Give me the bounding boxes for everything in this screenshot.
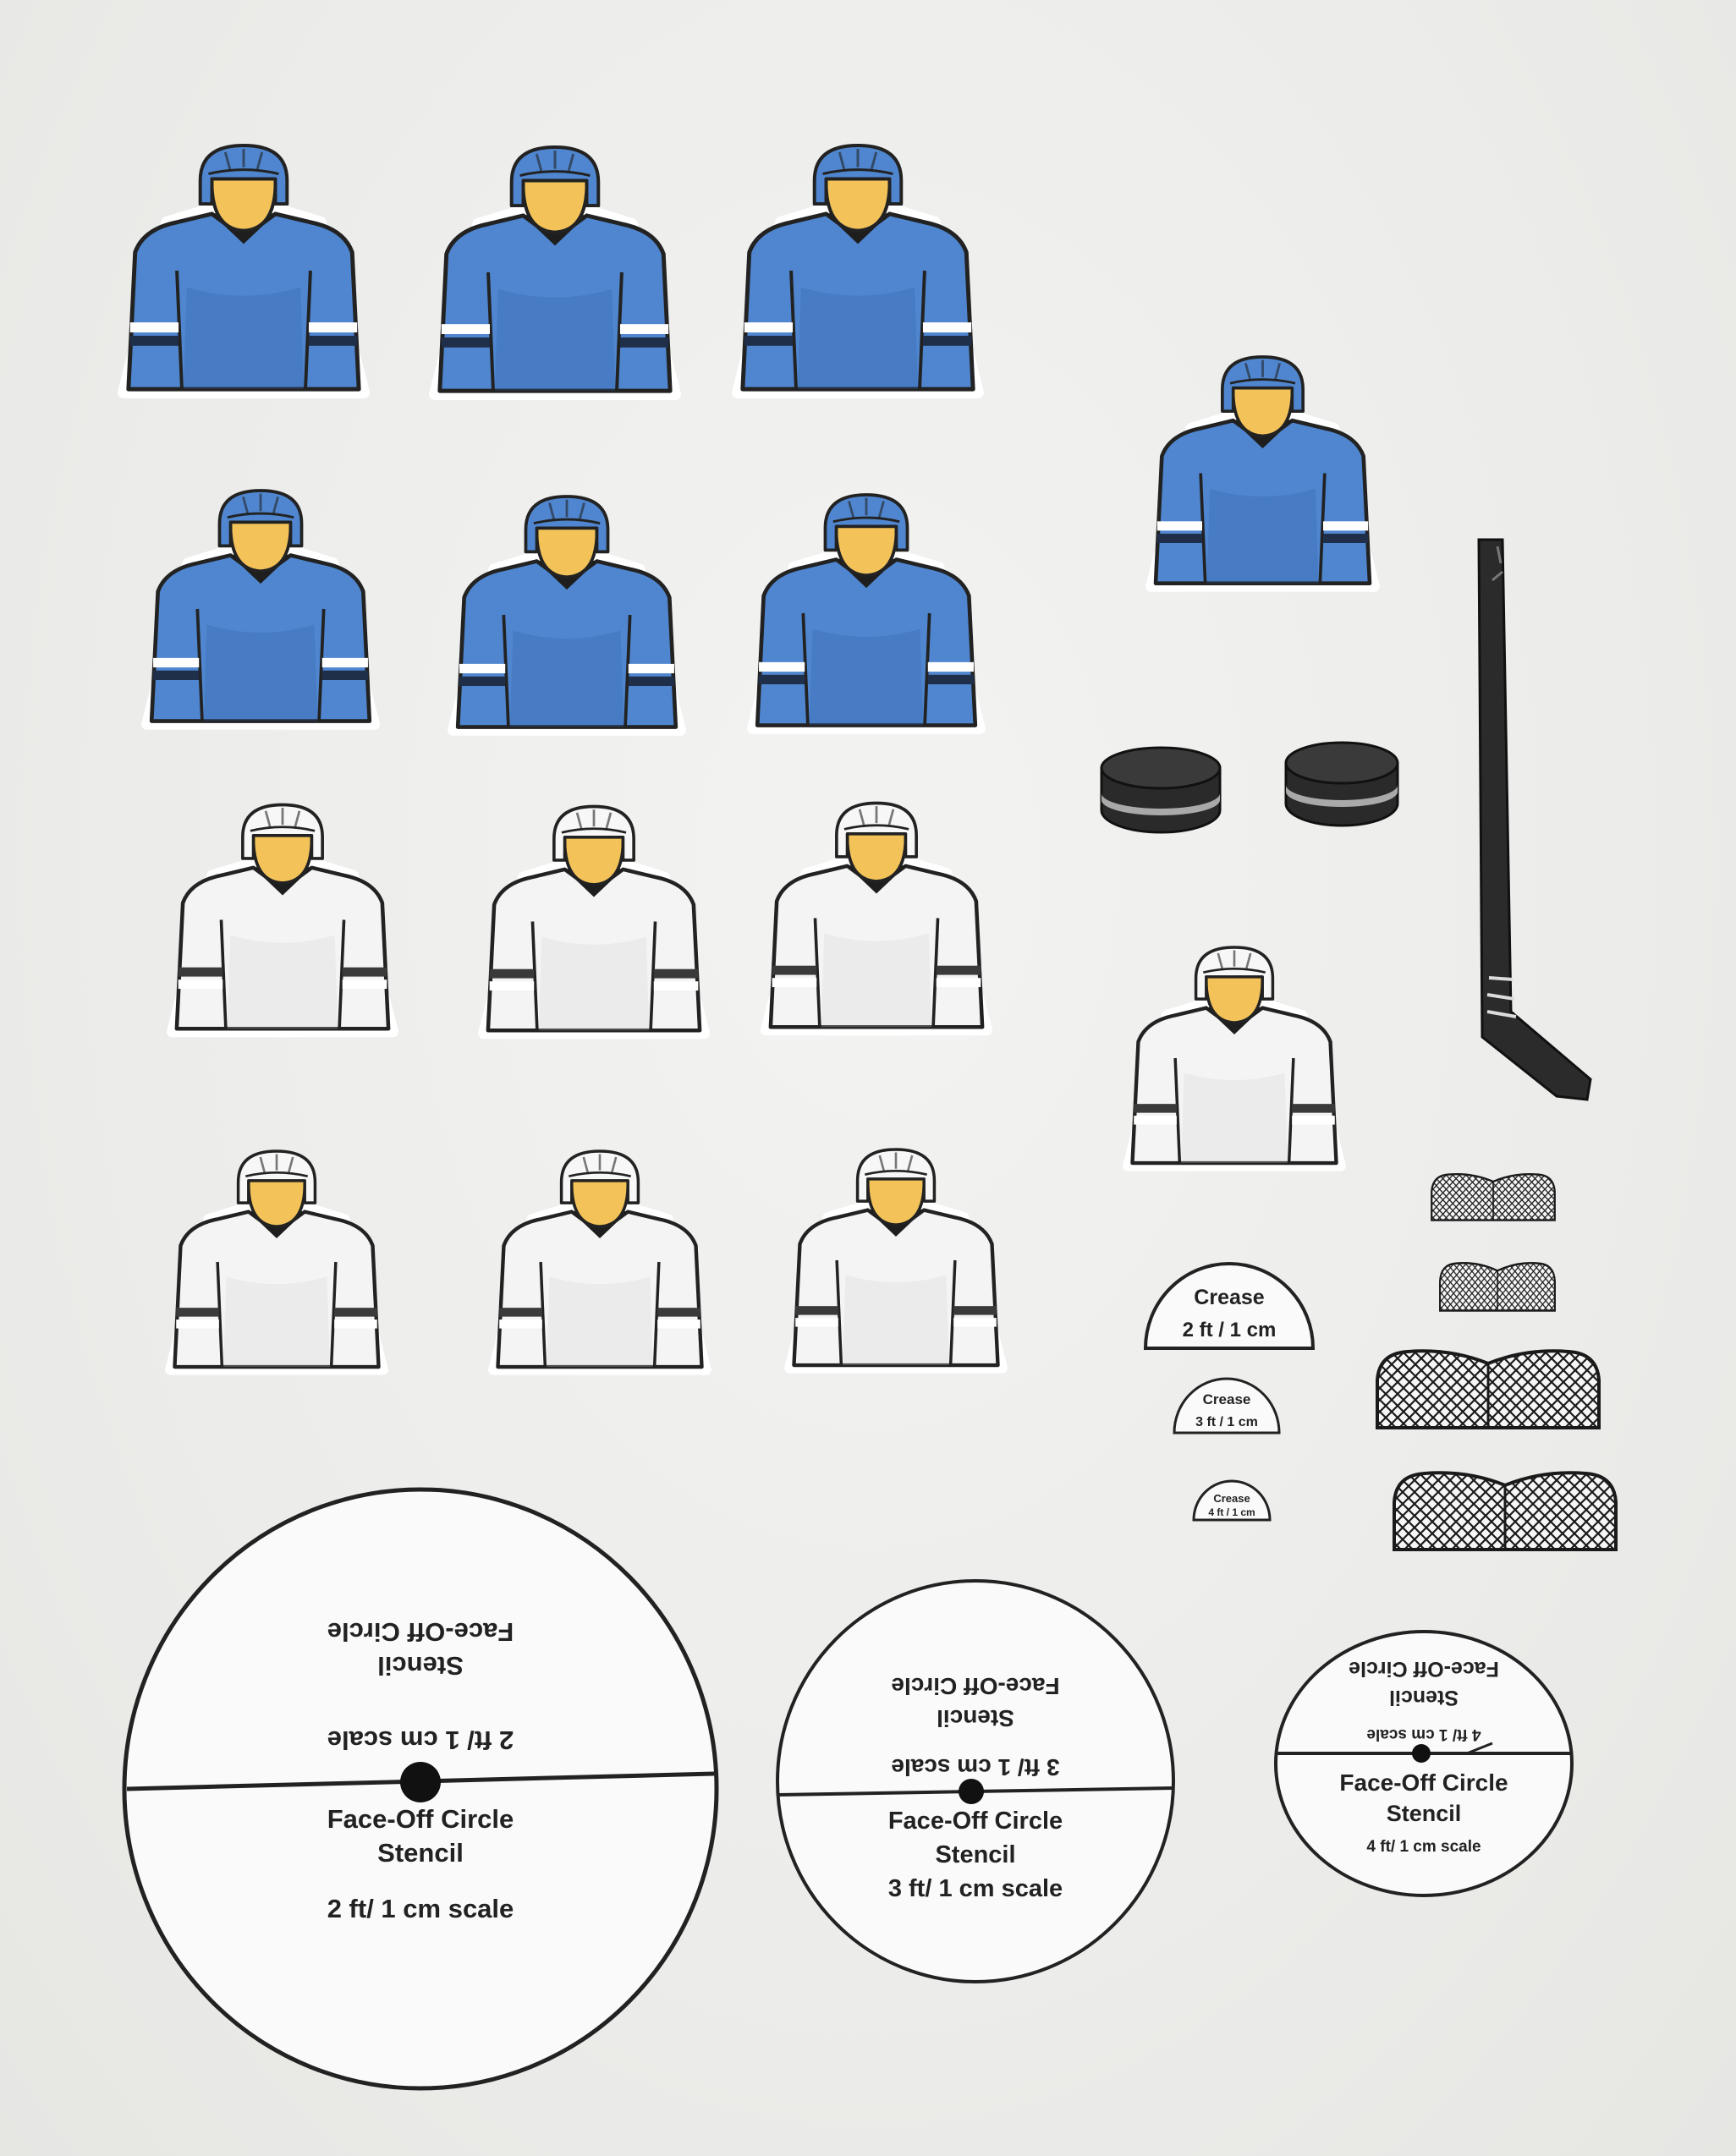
net-cutout [1430,1171,1557,1222]
white-player-cutout [1122,946,1347,1171]
goal-net-icon [1439,1262,1556,1312]
hockey-player-icon [761,801,992,1036]
hockey-player-icon [165,1149,388,1375]
hockey-player-icon [488,1149,711,1375]
hockey-player-icon [784,1148,1008,1374]
stencil-title-inverted: Stencil [1389,1686,1459,1709]
blue-player-cutout [747,491,986,736]
white-player-cutout [761,801,992,1036]
hockey-stick-icon [1477,538,1592,1101]
stencil-scale-inverted: 2 ft/ 1 cm scale [327,1725,514,1755]
goal-net-icon [1431,1173,1556,1221]
crease-cutout-small: Crease 4 ft / 1 cm [1191,1478,1272,1522]
hockey-player-icon [448,495,686,736]
goal-net-icon [1393,1471,1618,1551]
hockey-player-icon [118,144,370,398]
stencil-title: Stencil [935,1841,1015,1868]
net-cutout [1391,1468,1619,1553]
faceoff-stencil-medium: 3 ft/ 1 cm scale Stencil Face-Off Circle… [773,1577,1178,1986]
stencil-scale-inverted: 3 ft/ 1 cm scale [891,1754,1059,1780]
white-player-cutout [784,1147,1008,1374]
hockey-stick-cutout [1464,538,1599,1105]
crease-title: Crease [1194,1286,1264,1309]
faceoff-stencil-large: 2 ft/ 1 cm scale Stencil Face-Off Circle… [118,1484,722,2093]
net-cutout [1374,1347,1602,1431]
stencil-title: Face-Off Circle [1339,1769,1508,1796]
blue-player-cutout [141,486,380,732]
crease-title: Crease [1213,1492,1250,1505]
white-player-cutout [488,1149,711,1375]
goal-net-icon [1376,1349,1601,1429]
hockey-player-icon [1145,355,1380,592]
stencil-scale: 3 ft/ 1 cm scale [888,1875,1063,1902]
white-player-cutout [167,803,398,1038]
hockey-player-icon [732,144,984,398]
white-player-cutout [165,1149,388,1375]
stencil-scale-inverted: 4 ft/ 1 cm scale [1366,1725,1481,1743]
blue-player-cutout [448,492,686,738]
stencil-scale: 2 ft/ 1 cm scale [327,1894,514,1923]
stencil-title-inverted: Face-Off Circle [327,1617,514,1647]
hockey-player-icon [747,493,986,734]
blue-player-cutout [1145,348,1380,598]
hockey-player-icon [478,804,710,1040]
net-cutout [1438,1260,1557,1313]
crease-title: Crease [1203,1391,1251,1407]
puck-icon [1284,741,1399,827]
hockey-player-icon [1123,946,1346,1171]
crease-scale: 4 ft / 1 cm [1208,1506,1255,1518]
stencil-title: Stencil [1387,1801,1462,1826]
blue-player-cutout [118,144,370,398]
crease-cutout-medium: Crease 3 ft / 1 cm [1171,1375,1283,1436]
hockey-player-icon [141,489,380,730]
crease-scale: 3 ft / 1 cm [1195,1415,1258,1429]
stencil-title: Face-Off Circle [888,1808,1063,1835]
white-player-cutout [478,804,710,1040]
stencil-title-inverted: Stencil [377,1651,464,1681]
stencil-title: Stencil [377,1838,464,1868]
faceoff-stencil-small: 4 ft/ 1 cm scale Stencil Face-Off Circle… [1272,1628,1575,1899]
stencil-title: Face-Off Circle [327,1804,514,1834]
puck-cutout [1283,738,1401,831]
puck-icon [1100,746,1222,834]
blue-player-cutout [429,145,681,400]
stencil-title-inverted: Face-Off Circle [891,1673,1059,1699]
crease-scale: 2 ft / 1 cm [1183,1319,1277,1341]
stencil-title-inverted: Stencil [937,1705,1014,1731]
blue-player-cutout [732,144,984,398]
stencil-title-inverted: Face-Off Circle [1349,1657,1499,1681]
puck-cutout [1098,744,1223,837]
hockey-player-icon [429,145,681,400]
crease-cutout-large: Crease 2 ft / 1 cm [1142,1259,1316,1352]
hockey-player-icon [167,803,398,1038]
stencil-scale: 4 ft/ 1 cm scale [1366,1838,1481,1856]
